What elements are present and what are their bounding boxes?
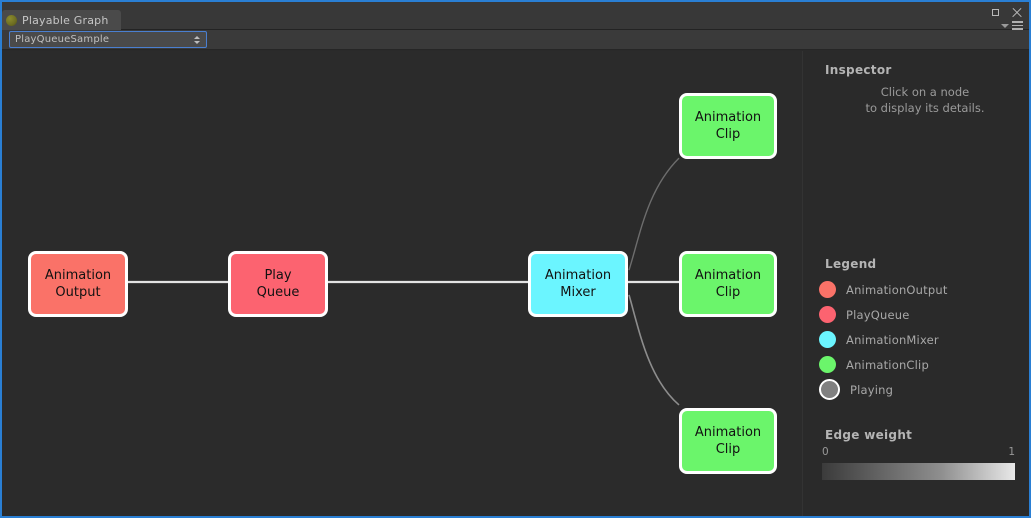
edge-weight-min-label: 0 — [822, 446, 829, 458]
legend-item: PlayQueue — [819, 302, 1019, 327]
legend-title: Legend — [825, 257, 877, 271]
legend-swatch-icon — [819, 379, 840, 400]
unity-dot-icon — [6, 14, 17, 26]
graph-edge — [628, 157, 680, 271]
node-label-line-2: Output — [55, 285, 101, 300]
node-label-line-1: Play — [264, 268, 292, 283]
window-controls — [990, 7, 1023, 19]
side-panel: Inspector Click on a node to display its… — [802, 51, 1029, 516]
inspector-title: Inspector — [825, 63, 892, 77]
graph-selector-value: PlayQueueSample — [15, 34, 110, 45]
maximize-icon[interactable] — [990, 7, 1002, 19]
hamburger-icon — [1012, 21, 1023, 30]
legend-item: AnimationClip — [819, 352, 1019, 377]
updown-arrows-icon — [193, 35, 201, 44]
graph-edge — [628, 294, 680, 406]
node-label-line-2: Clip — [715, 127, 741, 142]
edge-weight-title: Edge weight — [825, 428, 913, 442]
node-label-line-2: Clip — [715, 285, 741, 300]
chevron-down-icon — [1001, 23, 1009, 28]
node-label-line-2: Clip — [715, 442, 741, 457]
edge-weight-ticks: 0 1 — [822, 446, 1015, 458]
graph-toolbar: PlayQueueSample — [2, 30, 1029, 50]
edge-weight-gradient-bar — [822, 463, 1015, 480]
window-menu-icon[interactable] — [1001, 21, 1023, 30]
node-label-line-1: Animation — [694, 110, 762, 125]
inspector-hint-line-1: Click on a node — [880, 85, 970, 99]
graph-selector-dropdown[interactable]: PlayQueueSample — [9, 31, 207, 48]
edge-weight-max-label: 1 — [1008, 446, 1015, 458]
node-label-line-1: Animation — [694, 268, 762, 283]
legend-item: AnimationMixer — [819, 327, 1019, 352]
tab-label: Playable Graph — [22, 13, 109, 27]
legend-label: AnimationMixer — [846, 332, 939, 347]
close-icon[interactable] — [1011, 7, 1023, 19]
node-label-line-1: Animation — [44, 268, 112, 283]
legend-label: PlayQueue — [846, 307, 910, 322]
inspector-hint-line-2: to display its details. — [865, 101, 985, 115]
legend-swatch-icon — [819, 281, 836, 298]
node-label-line-2: Mixer — [560, 285, 596, 300]
window-titlebar: Playable Graph — [2, 2, 1029, 30]
node-label-line-2: Queue — [256, 285, 300, 300]
legend-item: Playing — [819, 377, 1019, 402]
legend-label: AnimationOutput — [846, 282, 948, 297]
legend-label: AnimationClip — [846, 357, 929, 372]
legend-swatch-icon — [819, 306, 836, 323]
tab-playable-graph[interactable]: Playable Graph — [2, 10, 121, 30]
legend-label: Playing — [850, 382, 894, 397]
legend-swatch-icon — [819, 356, 836, 373]
legend-item: AnimationOutput — [819, 277, 1019, 302]
node-label-line-1: Animation — [694, 425, 762, 440]
inspector-hint: Click on a node to display its details. — [803, 84, 1029, 116]
legend-swatch-icon — [819, 331, 836, 348]
node-label-line-1: Animation — [544, 268, 612, 283]
